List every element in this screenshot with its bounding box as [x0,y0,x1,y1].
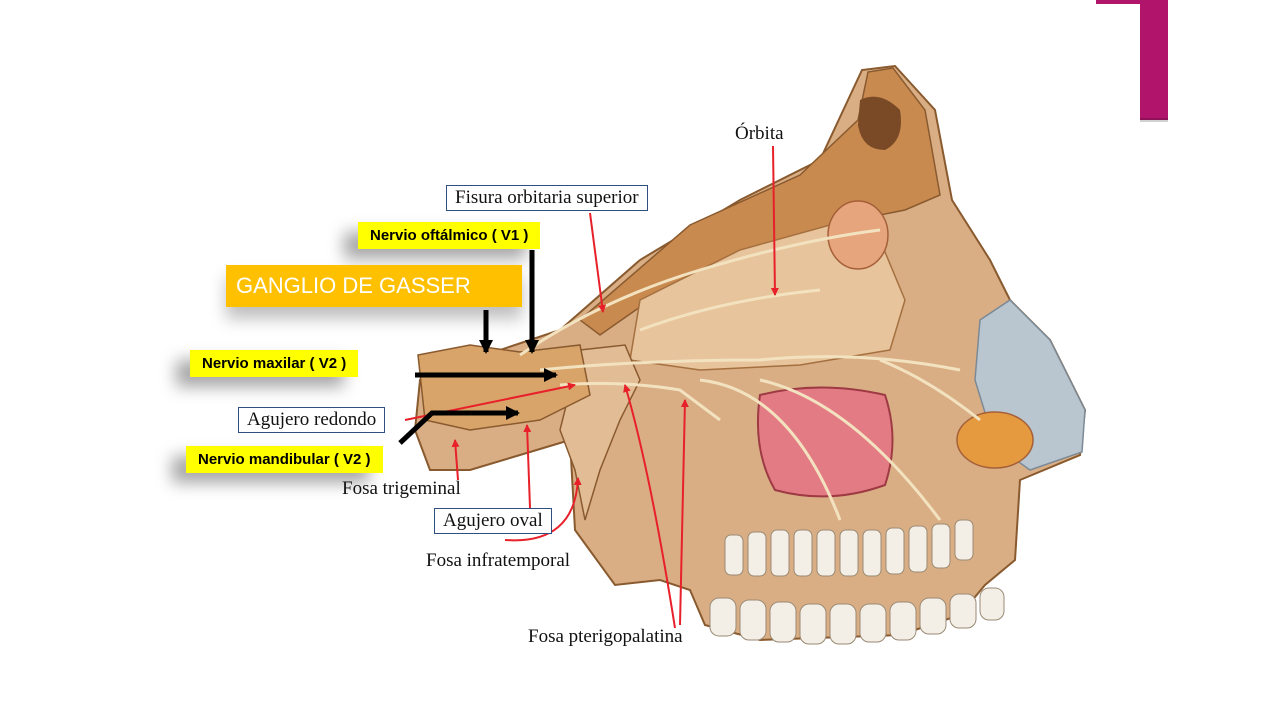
pointer-fisura [589,212,607,313]
label-nervio-oftalmico: Nervio oftálmico ( V1 ) [358,222,541,249]
accent-bar-shadow [1140,118,1168,122]
pointer-pterigopalatina-b [679,399,689,626]
frontal-sinus [858,96,901,150]
black-arrows [398,250,558,445]
label-agujero-oval: Agujero oval [434,508,552,534]
label-fosa-pterigopalatina: Fosa pterigopalatina [528,626,683,647]
lacrimal-gland [827,200,889,270]
pointer-pterigopalatina-a [623,384,676,629]
nasal-gland [956,411,1034,469]
label-nervio-mandibular: Nervio mandibular ( V2 ) [186,446,383,473]
label-nervio-maxilar: Nervio maxilar ( V2 ) [190,350,359,377]
pointer-fosa-trigeminal [451,439,460,481]
label-fosa-trigeminal: Fosa trigeminal [342,478,461,499]
label-orbita: Órbita [735,123,784,144]
pointer-infratemporal [504,477,582,542]
pointer-oval [523,424,532,509]
accent-bar [1096,0,1168,120]
pointer-orbita [770,145,779,296]
label-fisura-orbitaria: Fisura orbitaria superior [446,185,648,211]
maxillary-sinus [756,386,894,498]
label-fosa-infratemporal: Fosa infratemporal [426,550,571,571]
label-ganglio-gasser: GANGLIO DE GASSER [226,265,522,307]
label-agujero-redondo: Agujero redondo [238,407,386,433]
arrow-mandibular [398,406,520,445]
